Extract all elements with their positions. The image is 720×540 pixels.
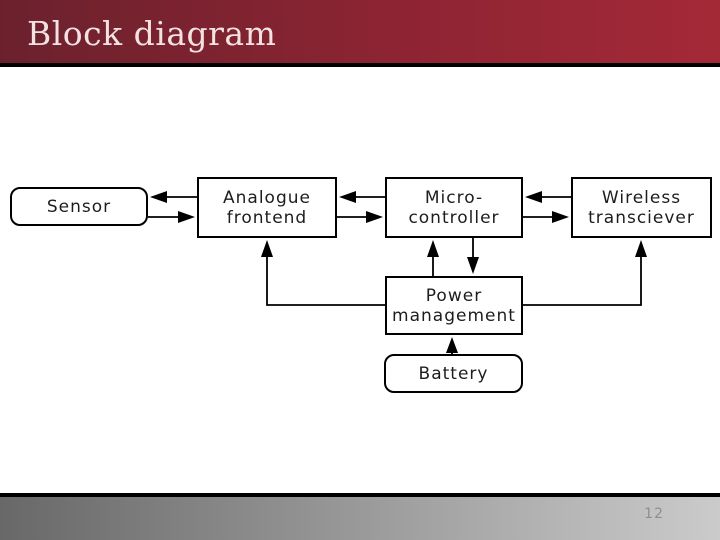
edge-battery-to-power-arrow [446, 337, 458, 354]
diagram-node-wireless-transceiver-label: Wireless transciever [588, 187, 695, 228]
edge-power-to-analogue-arrow [261, 240, 385, 306]
diagram-node-battery-label: Battery [418, 363, 489, 384]
diagram-node-microcontroller-label: Micro- controller [408, 187, 500, 228]
edge-analogue-to-micro-arrow [337, 211, 383, 223]
slide-footer: 12 [0, 497, 720, 540]
edge-power-to-micro-arrow [427, 240, 439, 276]
slide-title: Block diagram [27, 14, 277, 53]
diagram-node-sensor-label: Sensor [46, 196, 112, 217]
footer-divider [0, 493, 720, 497]
edge-micro-to-power-arrow [467, 238, 479, 274]
edge-micro-to-wireless-arrow [523, 211, 569, 223]
edge-sensor-to-analogue-arrow [148, 211, 195, 223]
edge-wireless-to-micro-arrow [525, 191, 571, 203]
edge-analogue-to-sensor-arrow [150, 191, 197, 203]
diagram-node-battery: Battery [384, 354, 523, 393]
diagram-node-analogue-frontend: Analogue frontend [197, 177, 337, 238]
diagram-node-power-management: Power management [385, 276, 523, 335]
diagram-node-wireless-transceiver: Wireless transciever [571, 177, 712, 238]
edge-power-to-wireless-arrow [523, 240, 647, 306]
diagram-node-analogue-frontend-label: Analogue frontend [223, 187, 311, 228]
slide-header: Block diagram [0, 0, 720, 63]
header-divider [0, 63, 720, 67]
diagram-node-sensor: Sensor [10, 187, 148, 226]
edge-micro-to-analogue-arrow [339, 191, 385, 203]
diagram-node-power-management-label: Power management [392, 285, 516, 326]
diagram-node-microcontroller: Micro- controller [385, 177, 523, 238]
page-number: 12 [644, 506, 664, 522]
